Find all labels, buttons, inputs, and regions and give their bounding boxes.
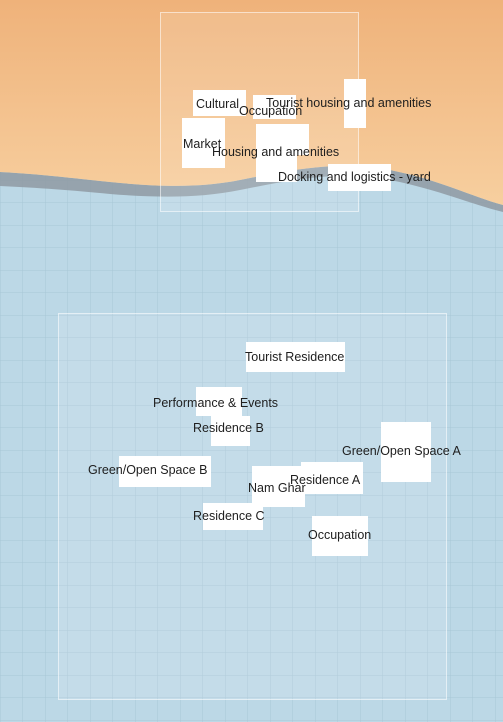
- docking-block: [328, 164, 391, 191]
- green-a-block: [381, 422, 431, 482]
- label-occupation-top: Occupation: [239, 104, 303, 118]
- label-occupation-bottom: Occupation: [308, 528, 372, 542]
- performance-block: [196, 387, 242, 416]
- tourist-residence-block: [246, 342, 345, 372]
- label-nam-ghar: Nam Ghar: [248, 481, 306, 495]
- occupation-top-block: [253, 95, 296, 119]
- tourist-housing-block: [344, 79, 366, 128]
- label-green-b: Green/Open Space B: [88, 463, 208, 477]
- label-tourist-housing: Tourist housing and amenities: [266, 96, 432, 110]
- occupation-bottom-block: [312, 516, 368, 556]
- label-residence-c: Residence C: [193, 509, 265, 523]
- label-residence-a: Residence A: [290, 473, 361, 487]
- land-area: [0, 0, 503, 205]
- label-market: Market: [183, 137, 222, 151]
- nam-ghar-block: [252, 466, 305, 507]
- market-block: [182, 118, 225, 168]
- label-housing: Housing and amenities: [212, 145, 340, 159]
- residence-c-block: [203, 503, 263, 530]
- residence-b-block: [211, 416, 250, 446]
- label-docking: Docking and logistics - yard: [278, 170, 431, 184]
- housing-block-lower: [256, 155, 297, 182]
- housing-block: [256, 124, 309, 155]
- label-green-a: Green/Open Space A: [342, 444, 461, 458]
- green-b-block: [119, 456, 211, 487]
- label-cultural: Cultural: [196, 97, 240, 111]
- label-tourist-residence: Tourist Residence: [245, 350, 345, 364]
- label-residence-b: Residence B: [193, 421, 264, 435]
- residence-a-block: [301, 462, 363, 494]
- label-performance: Performance & Events: [153, 396, 279, 410]
- cultural-block: [193, 90, 246, 116]
